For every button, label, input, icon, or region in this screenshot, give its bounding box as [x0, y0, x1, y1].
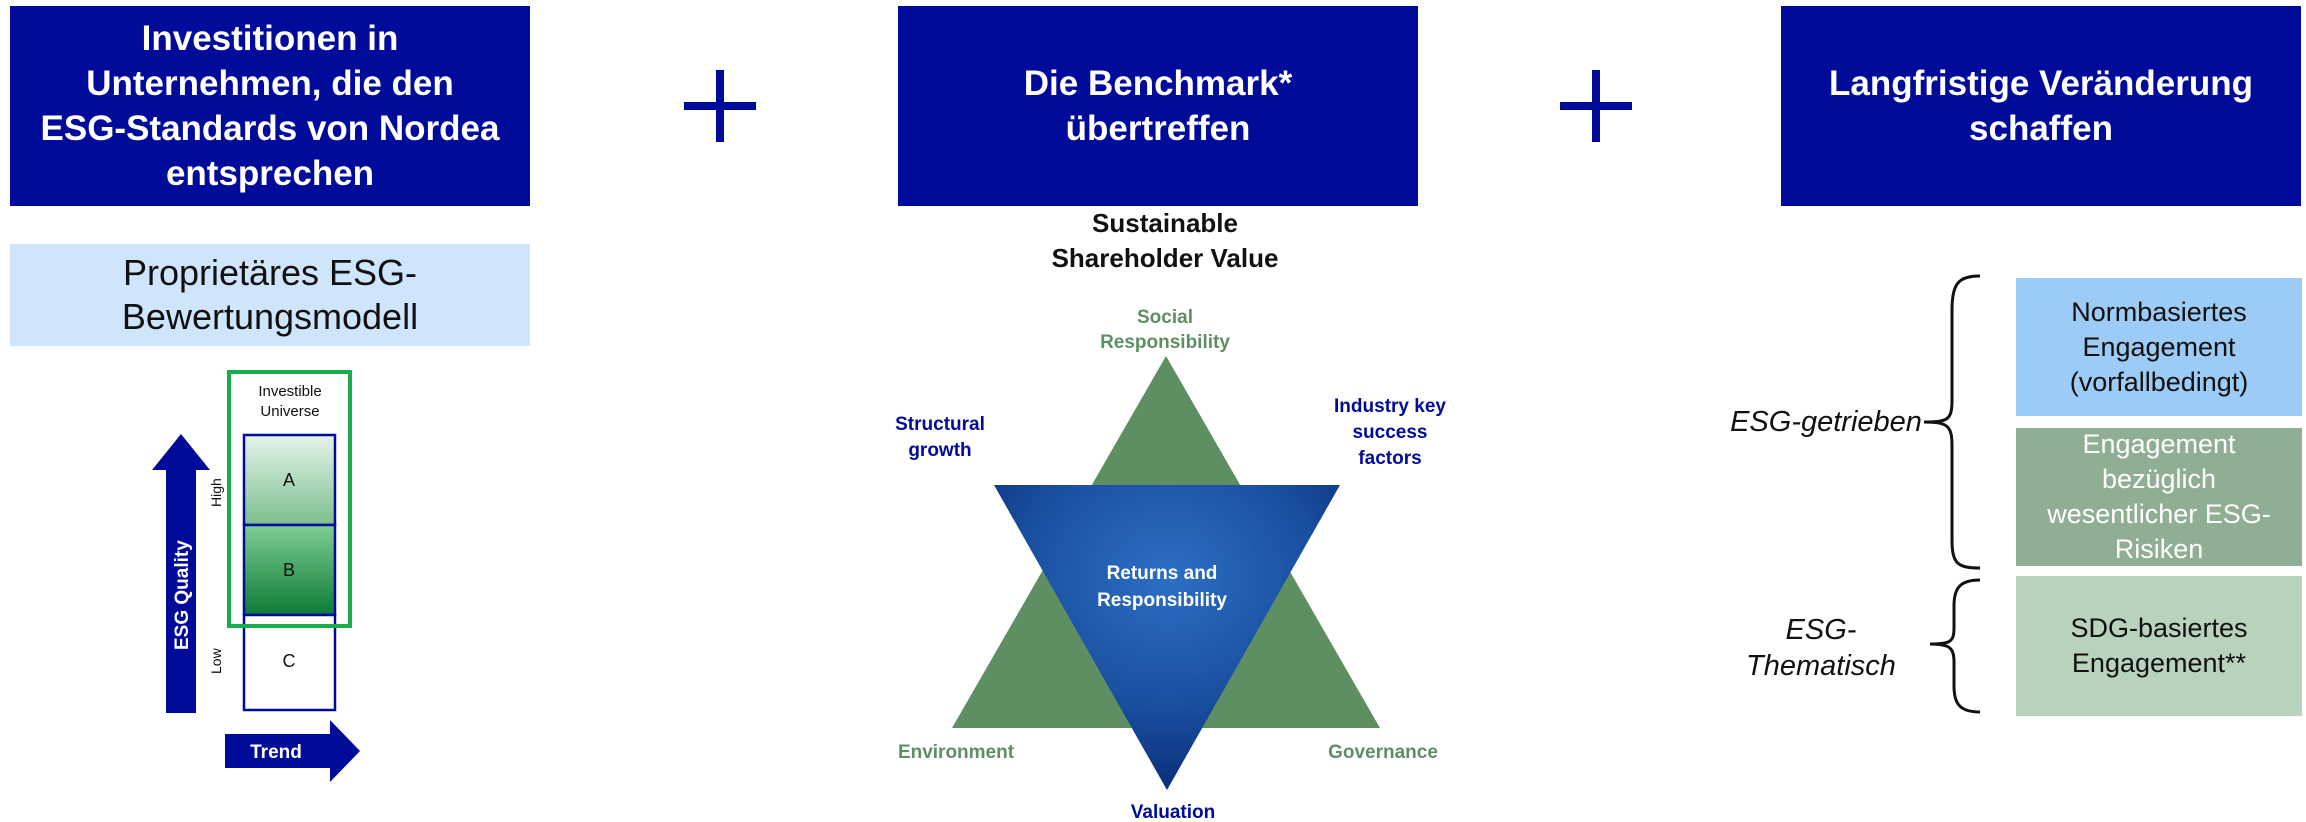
- esg-quality-diagram: ESG Quality High Low A B C Investible Un…: [152, 370, 360, 782]
- grade-box-c: [242, 613, 337, 712]
- esg-quality-arrow: [152, 434, 210, 713]
- grade-c-label: C: [283, 651, 296, 671]
- plus-sign-1: [684, 70, 756, 142]
- sdg-engagement-text: SDG-basiertes Engagement**: [2070, 613, 2248, 678]
- grade-b-label: B: [283, 560, 295, 580]
- star-title-line1: Sustainable: [1092, 210, 1238, 238]
- shareholder-value-star: Sustainable Shareholder Value Social Res…: [895, 210, 1446, 822]
- high-label: High: [208, 478, 224, 507]
- low-label: Low: [208, 647, 224, 674]
- esg-model-title-box: Proprietäres ESG-Bewertungsmodell: [10, 244, 530, 346]
- social-responsibility-label-line1: Social: [1137, 307, 1193, 328]
- industry-success-label-line1: Industry key: [1334, 396, 1446, 417]
- brackets: [1923, 274, 1981, 714]
- esg-thematic-label: ESG- Thematisch: [1746, 614, 1896, 682]
- header-title-benchmark: Die Benchmark* übertreffen: [1023, 64, 1293, 148]
- norm-based-engagement-box: Normbasiertes Engagement (vorfallbedingt…: [2016, 278, 2302, 416]
- investible-universe-label-line2: Universe: [260, 403, 319, 420]
- structural-growth-label-line1: Structural: [895, 414, 985, 435]
- grade-box-a: [242, 433, 337, 527]
- header-box-long-term-change: Langfristige Veränderung schaffen: [1781, 6, 2301, 206]
- trend-label: Trend: [250, 742, 302, 763]
- investible-universe-label-line1: Investible: [258, 383, 321, 400]
- trend-arrow: [225, 720, 360, 782]
- header-box-esg-standards: Investitionen in Unternehmen, die den ES…: [10, 6, 530, 206]
- header-title-long-term-change: Langfristige Veränderung schaffen: [1829, 64, 2253, 148]
- returns-responsibility-label-line2: Responsibility: [1097, 590, 1227, 611]
- structural-growth-label-line2: growth: [908, 440, 971, 461]
- valuation-label: Valuation: [1131, 802, 1215, 822]
- plus-sign-2: [1560, 70, 1632, 142]
- esg-risk-engagement-box: Engagement bezüglich wesentlicher ESG-Ri…: [2016, 428, 2302, 566]
- norm-based-engagement-text: Normbasiertes Engagement (vorfallbedingt…: [2069, 296, 2249, 397]
- investible-universe-outline: [227, 370, 352, 628]
- esg-driven-label: ESG-getrieben: [1730, 406, 1922, 438]
- social-responsibility-label-line2: Responsibility: [1100, 332, 1230, 353]
- esg-model-title: Proprietäres ESG-Bewertungsmodell: [121, 252, 419, 337]
- esg-risk-engagement-text: Engagement bezüglich wesentlicher ESG-Ri…: [2047, 429, 2271, 564]
- sdg-engagement-box: SDG-basiertes Engagement**: [2016, 576, 2302, 716]
- blue-triangle: [994, 485, 1340, 790]
- star-title-line2: Shareholder Value: [1052, 243, 1279, 273]
- esg-quality-label: ESG Quality: [172, 540, 193, 650]
- industry-success-label-line3: factors: [1358, 448, 1421, 469]
- header-box-benchmark: Die Benchmark* übertreffen: [898, 6, 1418, 206]
- governance-label: Governance: [1328, 742, 1438, 763]
- returns-responsibility-label-line1: Returns and: [1107, 563, 1218, 584]
- header-title-esg-standards: Investitionen in Unternehmen, die den ES…: [40, 19, 500, 193]
- bracket-esg-thematic: [1929, 578, 1981, 714]
- bracket-esg-driven: [1923, 274, 1981, 570]
- grade-a-label: A: [283, 470, 295, 490]
- industry-success-label-line2: success: [1352, 422, 1427, 443]
- environment-label: Environment: [898, 742, 1015, 763]
